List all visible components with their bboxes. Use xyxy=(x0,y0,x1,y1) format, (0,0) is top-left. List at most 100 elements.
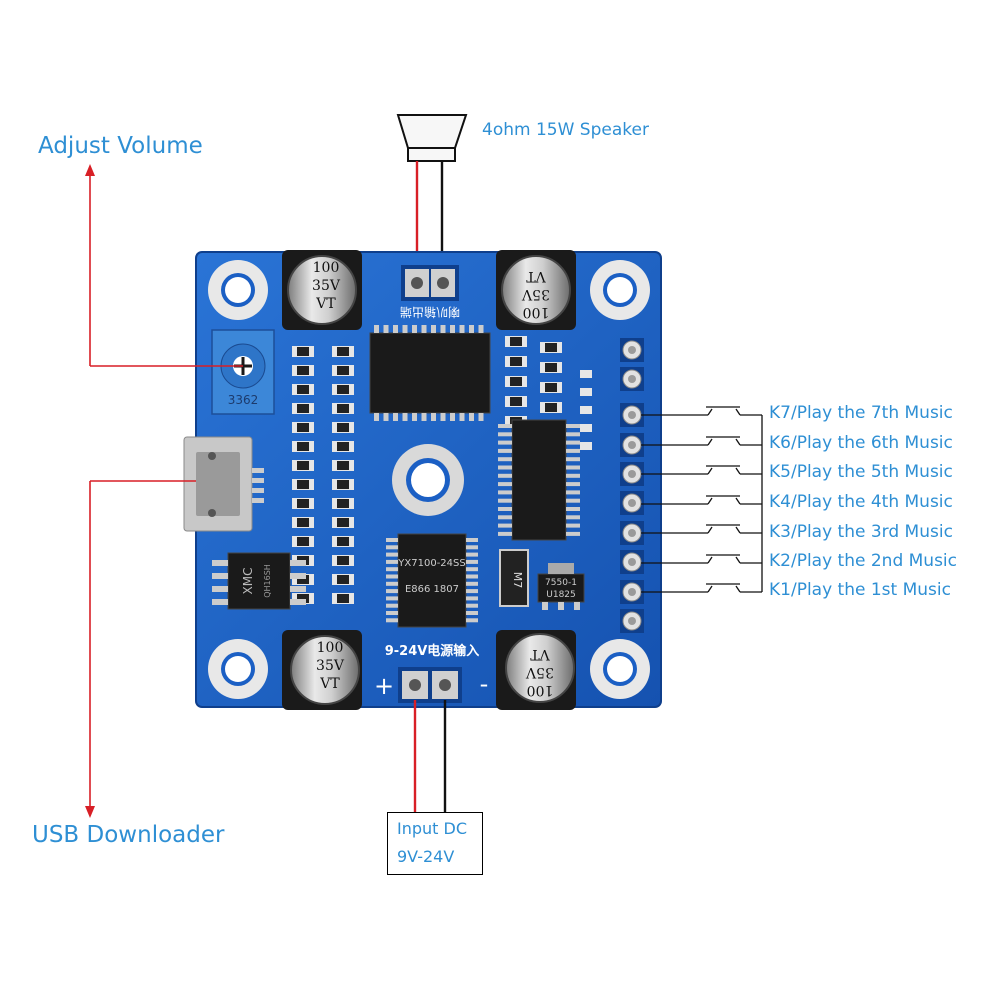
diode-icon xyxy=(499,549,529,607)
speaker-terminal-icon xyxy=(401,265,459,301)
usb-downloader-label: USB Downloader xyxy=(32,822,225,848)
cap-tr-value: 100 xyxy=(523,304,550,320)
pot-marking: 3362 xyxy=(228,393,259,407)
ic-pin xyxy=(402,413,408,421)
input-dc-box: Input DC 9V-24V xyxy=(387,812,483,875)
cap-tr-brand: VT xyxy=(526,268,547,284)
key7-label: K7/Play the 7th Music xyxy=(769,403,953,423)
key-switch xyxy=(707,556,713,564)
smd-resistor xyxy=(297,537,309,546)
header-pin-hole xyxy=(628,441,636,449)
ic-pin xyxy=(498,473,512,478)
key6-label: K6/Play the 6th Music xyxy=(769,433,953,453)
ic-pin xyxy=(498,515,512,520)
key-switch xyxy=(707,526,713,534)
ic-pin xyxy=(386,574,398,579)
ic-pin xyxy=(566,457,580,462)
adjust-volume-label: Adjust Volume xyxy=(38,133,203,159)
smd-pad xyxy=(580,370,592,378)
ic-pin xyxy=(566,498,580,503)
decoder-ic-pins xyxy=(386,538,478,623)
logic-ic-pins xyxy=(498,424,580,536)
smd-resistor xyxy=(337,480,349,489)
smd-resistor xyxy=(297,347,309,356)
ic-pin xyxy=(466,581,478,586)
smd-resistor xyxy=(297,385,309,394)
ic-pin xyxy=(469,413,474,421)
ic-pin xyxy=(412,413,417,421)
ic-pin xyxy=(386,596,398,601)
ic-pin xyxy=(393,413,398,421)
ic-pin xyxy=(386,589,398,594)
ic-pin xyxy=(498,457,512,462)
smd-resistor xyxy=(297,366,309,375)
key-switch xyxy=(735,467,741,475)
ic-pin xyxy=(498,490,512,495)
ic-pin xyxy=(412,325,417,333)
smd-resistor xyxy=(337,594,349,603)
ic-pin xyxy=(566,507,580,511)
flash-chip-icon xyxy=(212,552,306,610)
key-switch xyxy=(735,526,741,534)
ic-pin xyxy=(566,482,580,487)
smd-resistor xyxy=(545,403,557,412)
key-switch-wiring xyxy=(641,406,763,593)
ic-pin xyxy=(498,523,512,528)
ic-pin xyxy=(566,515,580,520)
ic-pin xyxy=(386,552,398,557)
smd-resistor xyxy=(337,385,349,394)
speaker-label: 4ohm 15W Speaker xyxy=(482,120,649,140)
cap-bl-voltage: 35V xyxy=(316,658,345,674)
amplifier-ic-icon xyxy=(369,332,491,414)
header-pin-hole xyxy=(628,346,636,354)
key-switch xyxy=(707,408,713,416)
ic-pin xyxy=(478,325,484,333)
ic-pin xyxy=(466,552,478,557)
smd-resistor xyxy=(297,442,309,451)
ic-pin xyxy=(466,559,478,564)
regulator-icon xyxy=(537,563,585,610)
ic-pin xyxy=(469,325,474,333)
ic-pin xyxy=(386,545,398,550)
ic-pin xyxy=(466,545,478,550)
ic-pin xyxy=(374,413,379,421)
key4-label: K4/Play the 4th Music xyxy=(769,492,953,512)
input-dc-line2: 9V-24V xyxy=(397,847,455,866)
header-pin-hole xyxy=(628,411,636,419)
cap-bl-brand: VT xyxy=(319,676,340,692)
amplifier-ic-pins xyxy=(374,325,484,421)
ic-pin xyxy=(431,413,436,421)
smd-resistor xyxy=(297,499,309,508)
ic-pin xyxy=(498,440,512,445)
cap-tr-voltage: 35V xyxy=(521,286,550,302)
smd-resistor xyxy=(297,423,309,432)
smd-pad xyxy=(580,424,592,432)
smd-resistor xyxy=(297,461,309,470)
ic-pin xyxy=(566,531,580,536)
ic-pin xyxy=(566,473,580,478)
smd-resistor xyxy=(545,343,557,352)
ic-pin xyxy=(421,325,427,333)
capacitor-icon xyxy=(496,630,576,710)
ic-pin xyxy=(459,413,465,421)
key-switch xyxy=(707,497,713,505)
regulator-code: U1825 xyxy=(546,590,576,600)
ic-pin xyxy=(386,567,398,572)
header-pin-hole xyxy=(628,499,636,507)
smd-resistor xyxy=(510,357,522,366)
key-switch xyxy=(735,497,741,505)
speaker-output-label: 喇叭输出端 xyxy=(400,305,460,320)
ic-pin xyxy=(566,465,580,470)
ic-pin xyxy=(478,413,484,421)
cap-br-brand: VT xyxy=(530,646,551,662)
minus-sign: - xyxy=(480,670,489,698)
cap-tl-value: 100 xyxy=(313,260,340,276)
ic-pin xyxy=(498,498,512,503)
input-dc-line1: Input DC xyxy=(397,819,468,838)
smd-pad xyxy=(580,442,592,450)
smd-resistor xyxy=(297,518,309,527)
ic-pin xyxy=(386,611,398,615)
flash-code: QH16SH xyxy=(263,564,272,598)
speaker-icon xyxy=(396,114,468,162)
